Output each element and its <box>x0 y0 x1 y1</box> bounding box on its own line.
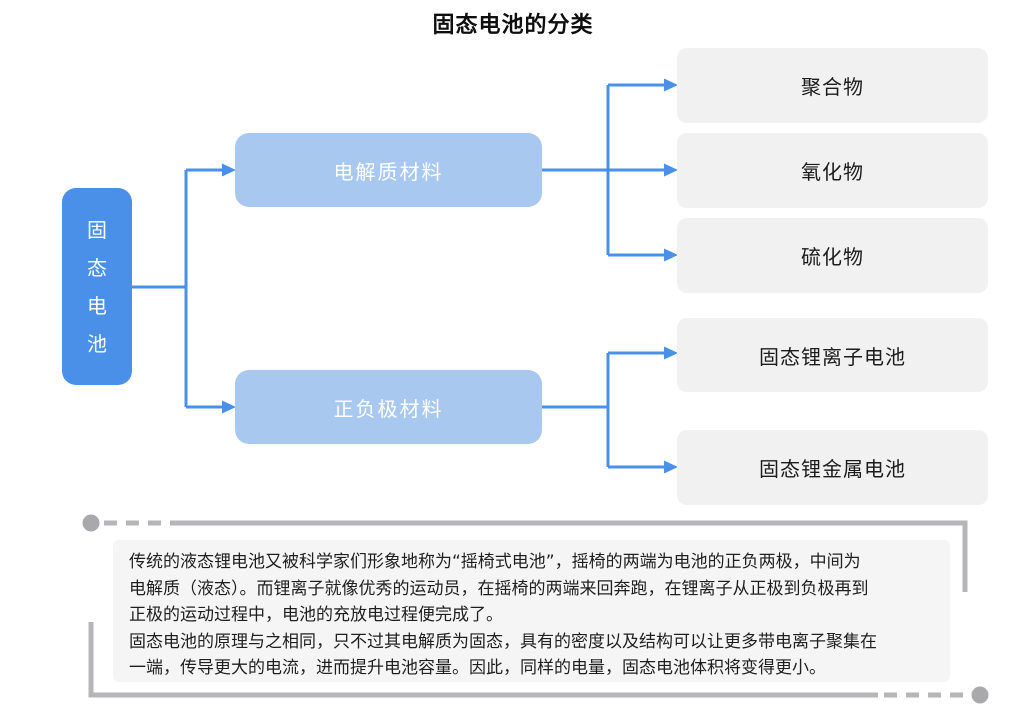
decor-dot-icon <box>82 514 100 532</box>
note-text-line: 传统的液态锂电池又被科学家们形象地称为“摇椅式电池”，摇椅的两端为电池的正负两极… <box>129 552 861 572</box>
node-solid-state-battery: 固态电池 <box>62 188 132 385</box>
arrow-icon <box>664 78 678 92</box>
arrow-icon <box>222 163 236 177</box>
node-label: 固态锂离子电池 <box>759 344 906 369</box>
electrode-leaves-connector <box>542 351 665 469</box>
note-text-line: 电解质（液态）。而锂离子就像优秀的运动员，在摇椅的两端来回奔跑，在锂离子从正极到… <box>129 578 869 599</box>
page-title: 固态电池的分类 <box>432 13 594 38</box>
node-solid-li-metal-battery: 固态锂金属电池 <box>677 430 988 505</box>
node-label: 固态电池 <box>87 217 107 356</box>
node-label: 氧化物 <box>801 160 864 184</box>
electrolyte-leaves-connector <box>542 83 665 257</box>
node-solid-li-ion-battery: 固态锂离子电池 <box>677 318 988 392</box>
arrow-icon <box>664 163 678 177</box>
node-label: 正负极材料 <box>333 396 444 421</box>
node-electrode-materials: 正负极材料 <box>235 370 542 444</box>
note-text-line: 固态电池的原理与之相同，只不过其电解质为固态，具有的密度以及结构可以让更多带电离… <box>129 631 877 652</box>
node-label: 固态锂金属电池 <box>759 457 906 481</box>
arrow-icon <box>664 248 678 262</box>
arrow-icon <box>222 400 236 414</box>
note-text-line: 一端，传导更大的电流，进而提升电池容量。因此，同样的电量，固态电池体积将变得更小… <box>129 658 826 678</box>
root-branch-connector <box>132 168 223 409</box>
node-sulfide: 硫化物 <box>677 218 988 293</box>
decor-dot-icon <box>971 686 989 704</box>
node-electrolyte-materials: 电解质材料 <box>235 133 542 207</box>
arrow-icon <box>664 346 678 360</box>
node-polymer: 聚合物 <box>677 48 988 123</box>
node-label: 电解质材料 <box>333 159 444 184</box>
arrow-icon <box>664 460 678 474</box>
note-panel: 传统的液态锂电池又被科学家们形象地称为“摇椅式电池”，摇椅的两端为电池的正负两极… <box>113 540 950 682</box>
node-label: 硫化物 <box>801 245 864 269</box>
note-text-line: 正极的运动过程中，电池的充放电过程便完成了。 <box>129 605 503 625</box>
node-label: 聚合物 <box>801 75 864 99</box>
node-oxide: 氧化物 <box>677 133 988 208</box>
